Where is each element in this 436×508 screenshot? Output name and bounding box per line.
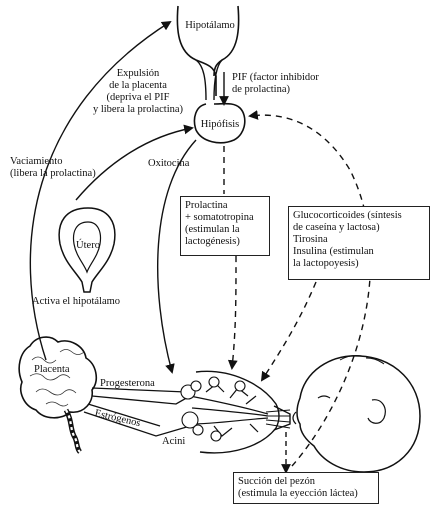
baby-head xyxy=(296,355,421,473)
estrogen-line xyxy=(87,403,161,427)
pituitary-shape xyxy=(193,102,246,144)
umbilical-cord-inner xyxy=(65,409,81,453)
uterus-label: Útero xyxy=(76,240,100,251)
progesterone-label: Progesterona xyxy=(100,378,155,389)
hypothalamus-stalk-left xyxy=(195,59,207,101)
prolactin-to-breast-dashed xyxy=(227,255,238,370)
activates-hypothalamus-label: Activa el hipotálamo xyxy=(32,296,121,307)
pituitary-label: Hipófisis xyxy=(200,119,240,130)
emptying-label: Vaciamiento (libera la prolactina) xyxy=(10,156,96,179)
prolactin-box: Prolactina + somatotropina (estimulan la… xyxy=(180,196,270,256)
placenta-shape xyxy=(18,336,98,419)
baby-hair xyxy=(339,355,385,365)
placenta-texture xyxy=(29,349,85,407)
prolactin-box-text: Prolactina + somatotropina (estimulan la… xyxy=(185,200,254,247)
estrogen-line-lower xyxy=(83,411,191,437)
suckling-box-text: Succión del pezón (estimula la eyección … xyxy=(238,476,358,499)
placenta-expulsion-label: Expulsión de la placenta (depriva el PIF… xyxy=(92,68,184,115)
pif-label: PIF (factor inhibidor de prolactina) xyxy=(232,72,319,95)
oxytocin-label: Oxitocina xyxy=(148,158,190,169)
uterus-inner xyxy=(72,221,102,274)
suckling-box: Succión del pezón (estimula la eyección … xyxy=(233,472,379,504)
glucocorticoids-to-breast-dashed xyxy=(260,281,317,382)
placenta-to-hypothalamus-arrow xyxy=(29,20,172,361)
progesterone-line xyxy=(91,387,187,393)
glucocorticoids-box: Glucocorticoides (síntesis de caseína y … xyxy=(288,206,430,280)
hypothalamus-label: Hipotálamo xyxy=(185,20,235,31)
baby-eye xyxy=(317,395,331,399)
ejection-rays xyxy=(265,409,291,429)
progesterone-line-lower xyxy=(91,395,191,405)
placenta-label: Placenta xyxy=(34,364,70,375)
glucocorticoids-box-text: Glucocorticoides (síntesis de caseína y … xyxy=(293,210,402,269)
baby-ear xyxy=(367,399,386,424)
emptying-arrow xyxy=(75,124,194,201)
baby-mouth xyxy=(292,411,297,425)
uterus-shape xyxy=(58,207,116,293)
acini-clusters xyxy=(180,376,246,442)
suckling-to-pituitary-dashed xyxy=(248,110,372,467)
oxytocin-arrow xyxy=(157,139,197,374)
hypothalamus-stalk-right xyxy=(213,59,223,101)
acini-label: Acini xyxy=(162,436,186,447)
